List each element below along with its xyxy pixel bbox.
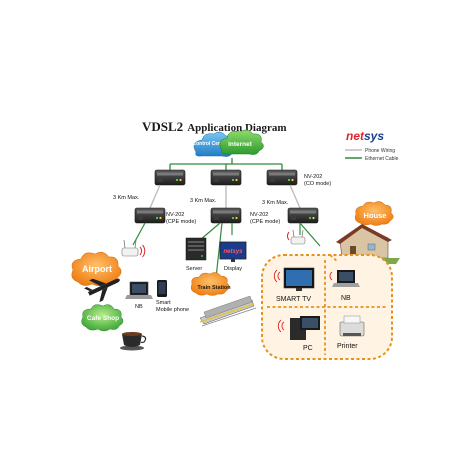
smart-mobile-label-2: Mobile phone: [156, 307, 189, 313]
cpe-right-mode: (CPE mode): [250, 219, 280, 225]
notebook-left-icon: [125, 281, 153, 299]
pc-icon: [277, 316, 320, 340]
logo-net: net: [346, 129, 365, 143]
airport-cloud: Airport: [71, 251, 122, 286]
co-mode-label: (CO mode): [304, 181, 331, 187]
ethernet-backbone: [169, 158, 283, 170]
diagram-title: VDSL2 Application Diagram: [142, 119, 287, 134]
display-icon: netsys: [219, 241, 247, 262]
notebook-home-icon: [329, 270, 360, 287]
train-station-label: Train Station: [197, 285, 231, 291]
airport-label: Airport: [82, 264, 112, 274]
smart-tv-icon: [273, 267, 315, 291]
internet-label: Internet: [228, 141, 253, 148]
coffee-cup-icon: [120, 332, 147, 351]
airplane-icon: [84, 278, 120, 303]
smart-mobile-label-1: Smart: [156, 300, 171, 306]
right-wifi-router: [287, 229, 306, 245]
co-device-3: [266, 169, 298, 186]
nb-left-label: NB: [135, 304, 143, 310]
server-label: Server: [186, 266, 202, 272]
display-label: Display: [224, 266, 242, 272]
co-model-label: NV-202: [304, 174, 322, 180]
train-icon: [199, 295, 257, 327]
home-network-area: [261, 254, 393, 360]
cafe-shop-label: Cafe Shop: [87, 315, 119, 322]
ethernet-downlinks: [132, 222, 321, 279]
phone-wiring: [149, 184, 301, 209]
co-device-2: [210, 169, 242, 186]
logo-sys: sys: [364, 129, 384, 143]
house-label: House: [364, 211, 387, 220]
cpe-left-mode: (CPE mode): [166, 219, 196, 225]
smart-mobile-phone-icon: [157, 280, 167, 297]
printer-icon: [339, 315, 365, 337]
smart-tv-label: SMART TV: [276, 296, 311, 303]
train-station-cloud: Train Station: [190, 272, 231, 296]
house-cloud: House: [354, 201, 394, 226]
legend-phone-label: Phone Wiring: [365, 148, 395, 154]
left-wifi-router: [121, 239, 146, 258]
server-icon: [185, 237, 207, 261]
cpe-device-right: [287, 207, 319, 224]
co-device-1: [154, 169, 186, 186]
pc-label: PC: [303, 345, 313, 352]
control-center-label: Control Center: [193, 141, 228, 147]
title-rest: Application Diagram: [187, 122, 286, 134]
internet-cloud: Internet: [219, 129, 264, 155]
cpe-right-model: NV-202: [250, 212, 268, 218]
printer-label: Printer: [337, 343, 358, 350]
cpe-left-model: NV-202: [166, 212, 184, 218]
cpe-device-left: [134, 207, 166, 224]
netsys-logo: netsys: [346, 129, 384, 143]
legend-ethernet-label: Ethernet Cable: [365, 156, 399, 162]
distance-right: 3 Km Max.: [262, 200, 289, 206]
distance-left: 3 Km Max.: [113, 195, 140, 201]
cpe-device-mid: [210, 207, 242, 224]
nb-home-label: NB: [341, 295, 351, 302]
distance-mid: 3 Km Max.: [190, 198, 217, 204]
cafe-shop-cloud: Cafe Shop: [81, 304, 124, 332]
title-main: VDSL2: [142, 119, 183, 134]
display-brand: netsys: [223, 249, 243, 255]
